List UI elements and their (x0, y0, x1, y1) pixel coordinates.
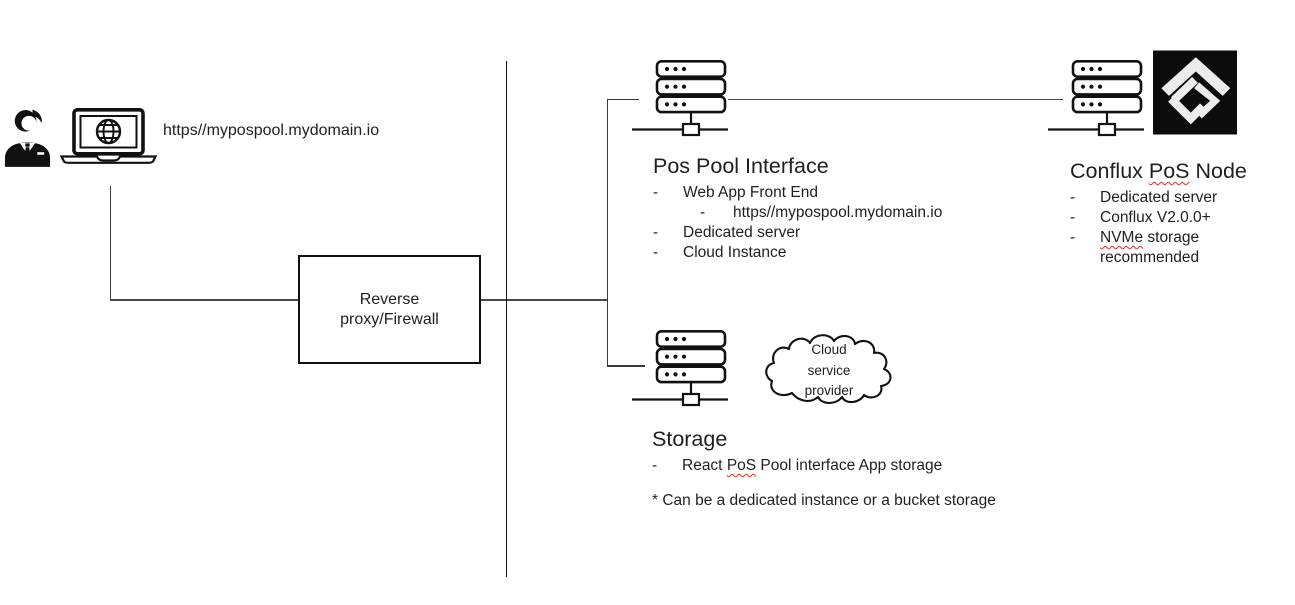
list-item: -React PoS Pool interface App storage (652, 457, 943, 474)
connector-laptop-down (109, 186, 111, 300)
list-item: -Dedicated server (1070, 189, 1218, 206)
branch-to-storage-line (607, 365, 645, 367)
branch-vertical-line (606, 99, 608, 366)
list-item: -Conflux V2.0.0+ (1070, 209, 1211, 226)
client-url-label: https//mypospool.mydomain.io (163, 122, 380, 139)
cloud-icon (762, 331, 896, 405)
pos-pool-interface-block: Pos Pool Interface -Web App Front End -h… (653, 154, 942, 263)
storage-title: Storage (652, 427, 728, 451)
conflux-node-block: Conflux PoS Node -Dedicated server -Conf… (1070, 159, 1247, 268)
pos-pool-interface-title: Pos Pool Interface (653, 154, 829, 178)
list-item: -NVMe storage (1070, 229, 1200, 246)
list-item: -Cloud Instance (653, 244, 787, 261)
divider-line (505, 61, 507, 577)
storage-block: Storage -React PoS Pool interface App st… (652, 427, 996, 510)
connector-laptop-to-proxy (109, 299, 299, 301)
connector-proxy-to-branch (481, 299, 607, 301)
server-rack-icon (1048, 60, 1144, 138)
businessman-icon (3, 108, 52, 167)
server-rack-icon (632, 60, 728, 138)
interface-to-conflux-line (728, 98, 1063, 100)
list-item: -https//mypospool.mydomain.io (700, 204, 943, 221)
list-item: -Web App Front End (653, 184, 818, 201)
conflux-node-title: Conflux PoS Node (1070, 159, 1247, 183)
conflux-logo-icon (1153, 50, 1237, 135)
laptop-globe-icon (60, 108, 157, 164)
storage-footnote: * Can be a dedicated instance or a bucke… (652, 492, 996, 509)
branch-to-interface-line (607, 98, 639, 100)
list-item: -Dedicated server (653, 224, 801, 241)
list-item-continuation: -recommended (1100, 249, 1200, 266)
server-rack-icon (632, 330, 728, 408)
